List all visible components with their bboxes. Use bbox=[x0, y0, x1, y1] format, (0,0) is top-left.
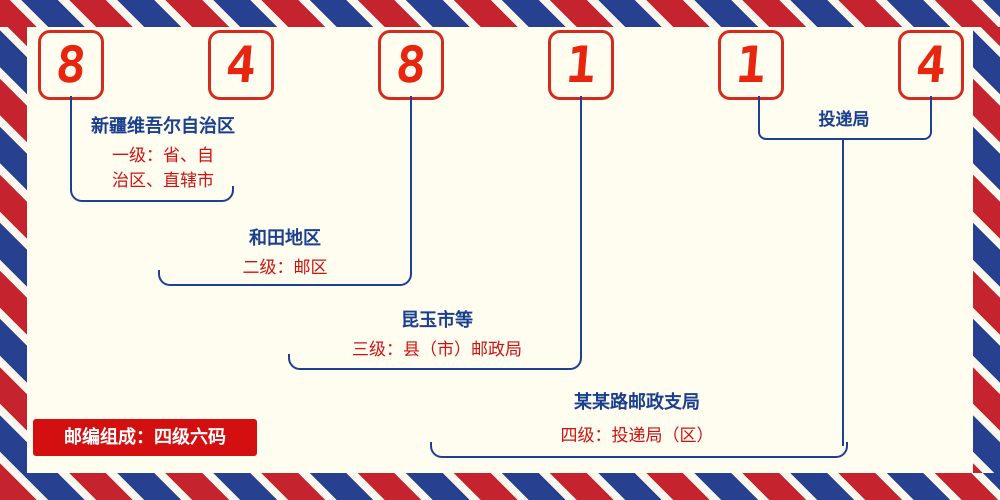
composition-badge: 邮编组成：四级六码 bbox=[33, 419, 257, 456]
level1-bracket-line bbox=[70, 96, 222, 202]
level1-label: 新疆维吾尔自治区 一级：省、自治区、直辖市 bbox=[48, 114, 278, 194]
digit-box-3: 8 bbox=[378, 30, 444, 100]
level4-connector-vertical bbox=[842, 138, 844, 446]
envelope-border-left bbox=[0, 0, 27, 500]
delivery-office-bracket bbox=[758, 96, 932, 140]
digit-3: 8 bbox=[393, 36, 429, 94]
digit-box-4: 1 bbox=[548, 30, 614, 100]
level1-description: 一级：省、自治区、直辖市 bbox=[112, 146, 214, 191]
digit-box-6: 4 bbox=[898, 30, 964, 100]
level3-bracket-curl bbox=[288, 354, 302, 370]
digit-4: 1 bbox=[563, 36, 599, 94]
level4-label: 某某路邮政支局 四级：投递局（区） bbox=[492, 390, 782, 449]
level4-office-name: 某某路邮政支局 bbox=[574, 392, 700, 413]
level2-region-name: 和田地区 bbox=[249, 228, 321, 249]
level2-bracket-curl bbox=[158, 270, 172, 286]
delivery-office-name: 投递局 bbox=[818, 110, 870, 130]
level3-description: 三级：县（市）邮政局 bbox=[352, 340, 522, 360]
digit-1: 8 bbox=[53, 36, 89, 94]
envelope-border-bottom bbox=[0, 473, 1000, 500]
digit-2: 4 bbox=[223, 36, 259, 94]
delivery-office-label: 投递局 bbox=[779, 108, 909, 132]
level1-region-name: 新疆维吾尔自治区 bbox=[91, 116, 235, 137]
level2-bracket-line bbox=[170, 96, 412, 286]
digit-box-2: 4 bbox=[208, 30, 274, 100]
envelope-border-top bbox=[0, 0, 1000, 27]
level3-bracket-line bbox=[300, 96, 582, 370]
level4-description: 四级：投递局（区） bbox=[560, 426, 714, 446]
digit-box-5: 1 bbox=[718, 30, 784, 100]
digit-box-1: 8 bbox=[38, 30, 104, 100]
envelope-border-right bbox=[973, 0, 1000, 500]
level3-label: 昆玉市等 三级：县（市）邮政局 bbox=[292, 308, 582, 363]
digit-5: 1 bbox=[733, 36, 769, 94]
level2-description: 二级：邮区 bbox=[242, 258, 328, 278]
level3-region-name: 昆玉市等 bbox=[401, 310, 473, 331]
level4-bracket-line bbox=[430, 442, 848, 458]
level2-label: 和田地区 二级：邮区 bbox=[180, 226, 390, 281]
digit-6: 4 bbox=[913, 36, 949, 94]
